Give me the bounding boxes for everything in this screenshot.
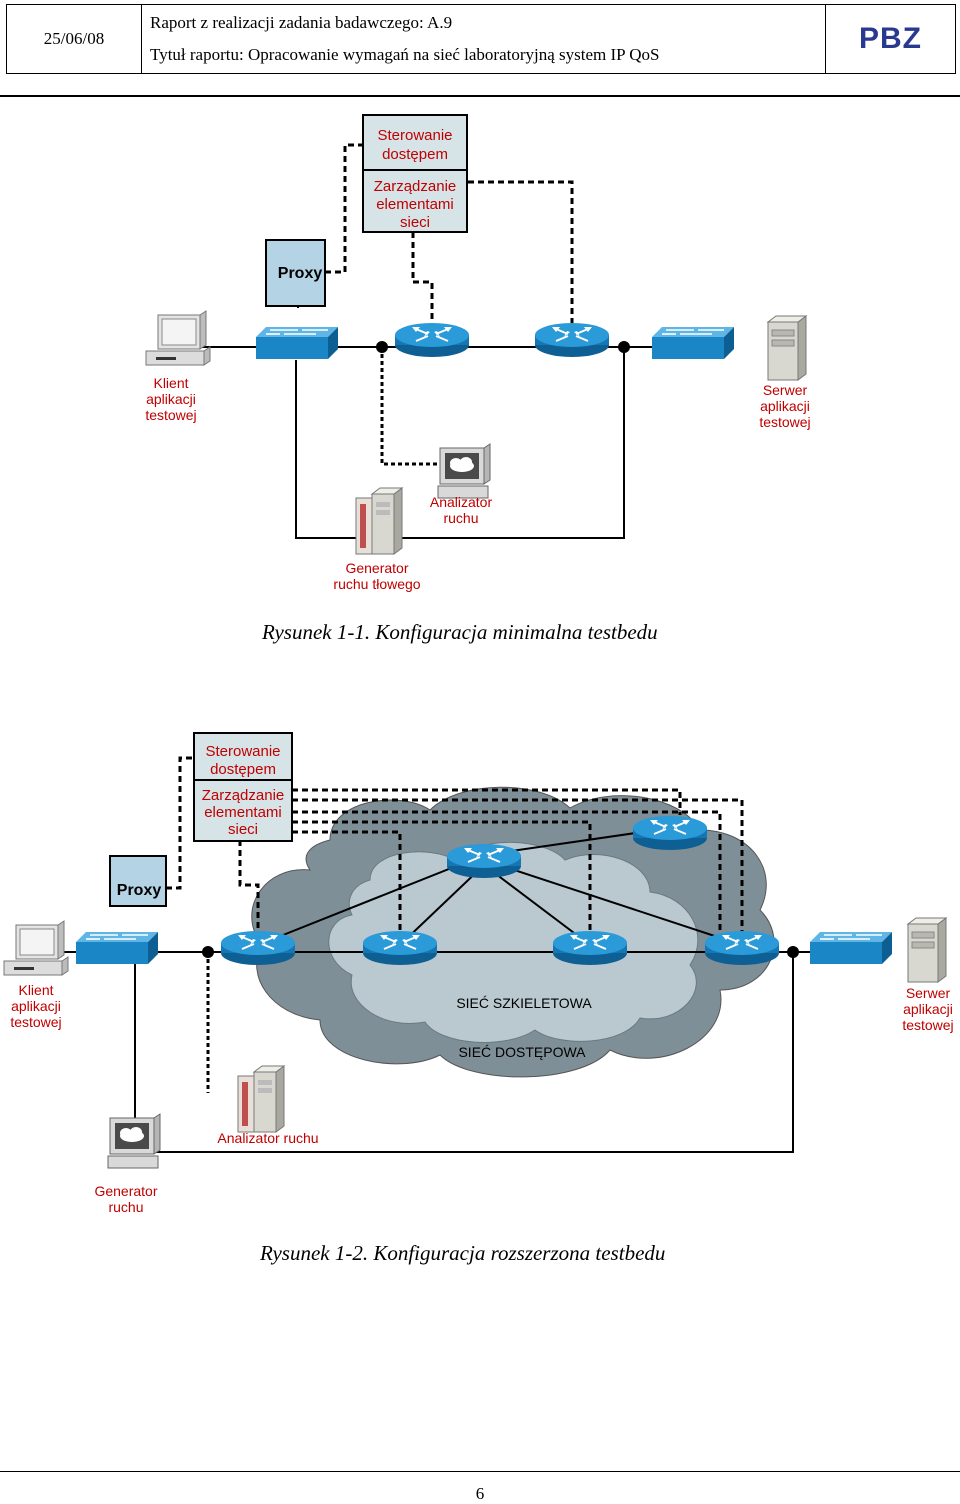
fig2-switch-right-icon	[809, 931, 893, 965]
fig2-router-1-icon	[220, 930, 296, 966]
fig2-server-label-2: aplikacji	[903, 1001, 953, 1017]
fig2-element-mgmt-line1: Zarządzanie	[202, 787, 285, 804]
report-title: Raport z realizacji zadania badawczego: …	[150, 13, 453, 32]
fig2-proxy-label: Proxy	[117, 882, 162, 899]
fig2-router-core-icon	[446, 843, 522, 879]
fig1-server-label-1: Serwer	[763, 382, 808, 398]
fig2-proxy-box	[109, 855, 167, 907]
fig1-client-label-1: Klient	[153, 375, 188, 391]
fig1-proxy-label: Proxy	[278, 265, 323, 282]
footer-rule	[0, 1471, 960, 1472]
fig1-client-pc-icon	[145, 310, 211, 366]
page-number: 6	[475, 1484, 485, 1503]
header-title-cell: Raport z realizacji zadania badawczego: …	[142, 5, 826, 73]
fig2-client-label-1: Klient	[18, 982, 53, 998]
fig1-analyzer-link	[380, 347, 450, 466]
fig1-generator-label-2: ruchu tłowego	[333, 576, 420, 592]
fig1-server-label-2: aplikacji	[760, 398, 810, 414]
fig2-switch-left-icon	[75, 931, 159, 965]
fig2-server-label-3: testowej	[902, 1017, 953, 1033]
fig2-element-mgmt-line3: sieci	[228, 821, 258, 838]
fig2-tap-right	[787, 946, 799, 958]
report-subtitle: Tytuł raportu: Opracowanie wymagań na si…	[150, 45, 660, 64]
fig1-generator-label-1: Generator	[345, 560, 408, 576]
fig1-analyzer-label-1: Analizator	[430, 494, 493, 510]
fig1-router-right-icon	[534, 322, 610, 358]
fig2-server-icon	[907, 917, 947, 983]
fig2-generator-label-2: ruchu	[108, 1199, 143, 1215]
fig1-analyzer-label-2: ruchu	[443, 510, 478, 526]
figure1-caption: Rysunek 1-1. Konfiguracja minimalna test…	[262, 620, 658, 644]
header-rule	[0, 95, 960, 97]
fig2-backbone-cloud	[328, 841, 699, 1043]
fig1-server-label-3: testowej	[759, 414, 810, 430]
fig2-access-control-line1: Sterowanie	[205, 743, 280, 760]
fig1-switch-right-icon	[651, 326, 735, 360]
fig2-management-box	[193, 732, 293, 842]
fig1-router-left-icon	[394, 322, 470, 358]
report-header: 25/06/08 Raport z realizacji zadania bad…	[6, 4, 956, 74]
fig1-element-mgmt-line3: sieci	[400, 214, 430, 231]
fig2-element-mgmt-line2: elementami	[204, 804, 282, 821]
fig1-data-links	[195, 275, 660, 539]
fig2-client-label-2: aplikacji	[11, 998, 61, 1014]
fig2-client-label-3: testowej	[10, 1014, 61, 1030]
fig1-switch-left-icon	[255, 326, 339, 360]
fig2-generator-label-1: Generator	[94, 1183, 157, 1199]
fig1-access-control-line2: dostępem	[382, 146, 448, 163]
figure2-caption: Rysunek 1-2. Konfiguracja rozszerzona te…	[260, 1241, 666, 1265]
fig1-tap-left	[376, 341, 388, 353]
fig2-router-2-icon	[362, 930, 438, 966]
fig1-element-mgmt-line2: elementami	[376, 196, 454, 213]
pbz-logo: PBZ	[859, 22, 922, 55]
fig2-client-pc-icon	[3, 920, 69, 976]
fig2-router-top-icon	[632, 815, 708, 851]
fig2-analyzer-label: Analizator ruchu	[217, 1130, 318, 1146]
fig2-backbone-label: SIEĆ SZKIELETOWA	[456, 995, 592, 1011]
figure2-diagram: Sterowanie dostępem Zarządzanie elementa…	[3, 732, 954, 1215]
fig2-generator-pc-icon	[107, 1113, 161, 1169]
fig1-client-label-2: aplikacji	[146, 391, 196, 407]
fig1-management-links	[325, 143, 574, 323]
fig1-element-mgmt-line1: Zarządzanie	[374, 178, 457, 195]
fig1-management-box	[362, 114, 468, 233]
fig2-analyzer-tower-icon	[237, 1065, 285, 1133]
fig1-server-icon	[767, 315, 807, 381]
fig2-router-3-icon	[552, 930, 628, 966]
fig2-tap-left	[202, 946, 214, 958]
fig1-analyzer-pc-icon	[437, 443, 491, 499]
fig1-proxy-box	[265, 239, 326, 307]
figure1-diagram: Sterowanie dostępem Zarządzanie elementa…	[145, 114, 811, 592]
fig2-access-control-line2: dostępem	[210, 761, 276, 778]
fig1-access-control-line1: Sterowanie	[377, 127, 452, 144]
fig2-server-label-1: Serwer	[906, 985, 951, 1001]
fig1-tap-right	[618, 341, 630, 353]
header-date: 25/06/08	[7, 5, 142, 73]
fig2-router-4-icon	[704, 930, 780, 966]
fig1-client-label-3: testowej	[145, 407, 196, 423]
fig2-access-net-label: SIEĆ DOSTĘPOWA	[458, 1044, 586, 1060]
fig1-generator-icon	[355, 487, 403, 555]
